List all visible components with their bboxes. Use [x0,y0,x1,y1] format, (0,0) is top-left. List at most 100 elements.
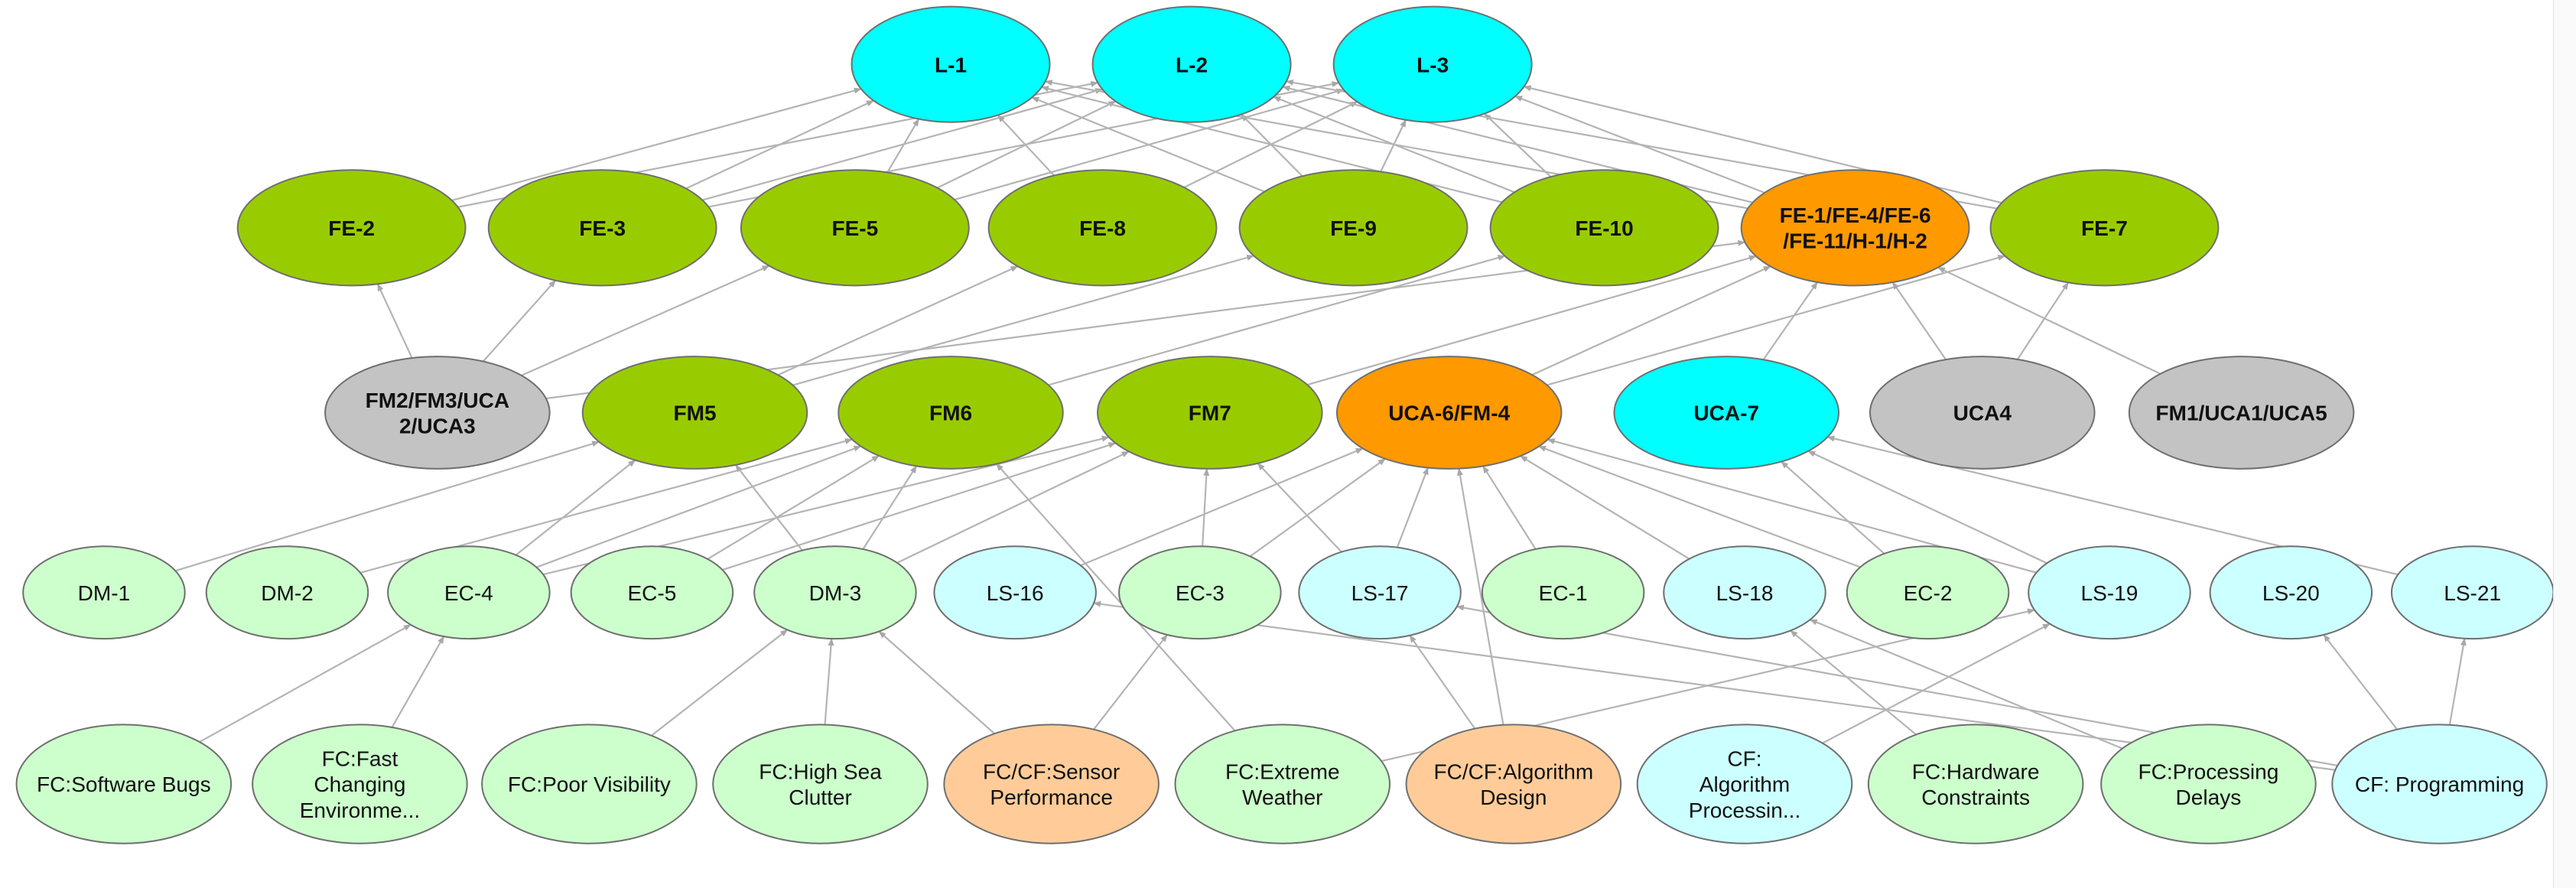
node-DM-1[interactable]: DM-1 [22,545,186,640]
node-FM6[interactable]: FM6 [838,356,1064,470]
node-LS-19[interactable]: LS-19 [2028,545,2191,640]
node-UCA4[interactable]: UCA4 [1869,356,2096,470]
node-shape[interactable] [2209,545,2373,640]
node-EC-2[interactable]: EC-2 [1846,545,2010,640]
node-shape[interactable] [933,545,1097,640]
node-shape[interactable] [838,356,1064,470]
node-FE-2[interactable]: FE-2 [236,169,467,287]
node-shape[interactable] [481,724,698,844]
edge-LS-17-to-UCA-6 [1396,467,1429,548]
node-EC-3[interactable]: EC-3 [1118,545,1282,640]
node-shape[interactable] [15,724,233,844]
node-shape[interactable] [205,545,369,640]
node-LS-16[interactable]: LS-16 [933,545,1097,640]
node-DM-2[interactable]: DM-2 [205,545,369,640]
edge-CF-P-to-LS-21 [2448,637,2467,725]
node-CF-P[interactable]: CF: Programming [2331,724,2548,844]
node-L-3[interactable]: L-3 [1332,5,1533,123]
node-EC-5[interactable]: EC-5 [570,545,734,640]
node-shape[interactable] [236,169,467,287]
vertical-scrollbar[interactable] [2553,0,2576,888]
node-shape[interactable] [1118,545,1282,640]
node-FE-3[interactable]: FE-3 [487,169,717,287]
node-shape[interactable] [1989,169,2220,287]
edges-layer [174,79,2467,771]
node-shape[interactable] [753,545,917,640]
node-shape[interactable] [2331,724,2548,844]
node-FC-PV[interactable]: FC:Poor Visibility [481,724,698,844]
node-shape[interactable] [943,724,1160,844]
node-FE-8[interactable]: FE-8 [987,169,1218,287]
node-FE-1[interactable]: FE-1/FE-4/FE-6/FE-11/H-1/H-2 [1740,169,1970,287]
node-UCA-7[interactable]: UCA-7 [1613,356,1840,470]
edge-CF-P-to-LS-20 [2323,634,2399,730]
node-label: L-2 [1176,53,1208,76]
node-L-2[interactable]: L-2 [1091,5,1292,123]
node-FM7[interactable]: FM7 [1097,356,1323,470]
node-shape[interactable] [1481,545,1645,640]
node-FC-SB[interactable]: FC:Software Bugs [15,724,233,844]
node-FE-5[interactable]: FE-5 [740,169,970,287]
node-LS-18[interactable]: LS-18 [1663,545,1826,640]
node-shape[interactable] [324,356,551,470]
node-FE-7[interactable]: FE-7 [1989,169,2220,287]
node-shape[interactable] [387,545,551,640]
node-shape[interactable] [1332,5,1533,123]
node-shape[interactable] [987,169,1218,287]
node-shape[interactable] [712,724,929,844]
node-FE-9[interactable]: FE-9 [1238,169,1469,287]
node-shape[interactable] [851,5,1051,123]
node-EC-4[interactable]: EC-4 [387,545,551,640]
node-shape[interactable] [2028,545,2191,640]
node-FE-10[interactable]: FE-10 [1489,169,1719,287]
node-shape[interactable] [1174,724,1391,844]
node-shape[interactable] [1091,5,1292,123]
node-shape[interactable] [581,356,808,470]
node-shape[interactable] [1489,169,1719,287]
node-shape[interactable] [1846,545,2010,640]
node-DM-3[interactable]: DM-3 [753,545,917,640]
node-shape[interactable] [570,545,734,640]
edge-LS-16-to-UCA-6 [1080,447,1364,567]
node-shape[interactable] [2100,724,2317,844]
node-label: FC:Software Bugs [37,773,211,796]
node-LS-20[interactable]: LS-20 [2209,545,2373,640]
node-L-1[interactable]: L-1 [851,5,1051,123]
node-shape[interactable] [1613,356,1840,470]
node-shape[interactable] [1636,724,1853,844]
node-shape[interactable] [1869,356,2096,470]
node-shape[interactable] [487,169,717,287]
node-shape[interactable] [22,545,186,640]
node-shape[interactable] [252,724,468,844]
node-label: LS-21 [2444,581,2501,605]
node-shape[interactable] [2390,545,2553,640]
node-FM5[interactable]: FM5 [581,356,808,470]
node-shape[interactable] [1238,169,1469,287]
node-EC-1[interactable]: EC-1 [1481,545,1645,640]
node-shape[interactable] [1867,724,2084,844]
node-shape[interactable] [1740,169,1970,287]
node-shape[interactable] [740,169,970,287]
node-shape[interactable] [1097,356,1323,470]
edge-LS-19-to-UCA-7 [1807,450,2047,564]
node-shape[interactable] [1335,356,1563,470]
node-LS-21[interactable]: LS-21 [2390,545,2553,640]
node-shape[interactable] [2128,356,2355,470]
node-shape[interactable] [1663,545,1826,640]
node-shape[interactable] [1405,724,1622,844]
edge-LS-17-to-FM7 [1257,463,1342,553]
node-FM1[interactable]: FM1/UCA1/UCA5 [2128,356,2355,470]
node-UCA-6[interactable]: UCA-6/FM-4 [1335,356,1563,470]
node-LS-17[interactable]: LS-17 [1298,545,1462,640]
node-shape[interactable] [1298,545,1462,640]
